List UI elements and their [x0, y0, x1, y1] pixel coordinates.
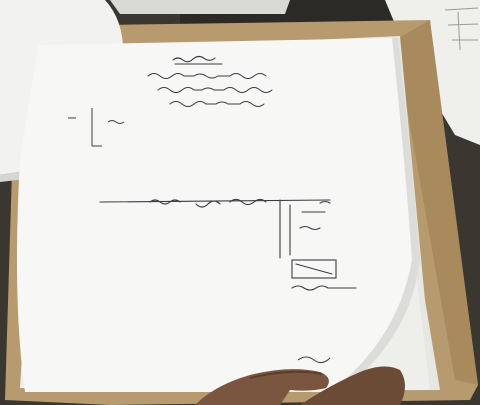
hand	[195, 366, 405, 405]
handwritten-heading	[172, 55, 223, 65]
handwritten-lines	[147, 73, 273, 107]
cross-section-sketch	[99, 198, 357, 291]
hand-thumb	[300, 366, 405, 405]
hand-finger	[195, 369, 329, 405]
signature-scribble	[297, 356, 331, 364]
folder-edge	[395, 20, 478, 385]
small-left-sketch	[68, 108, 125, 147]
top-paper-strip	[110, 0, 290, 14]
knuckle-crease	[249, 370, 323, 379]
main-paper-sheet	[16, 38, 412, 392]
right-document-table	[444, 7, 479, 51]
